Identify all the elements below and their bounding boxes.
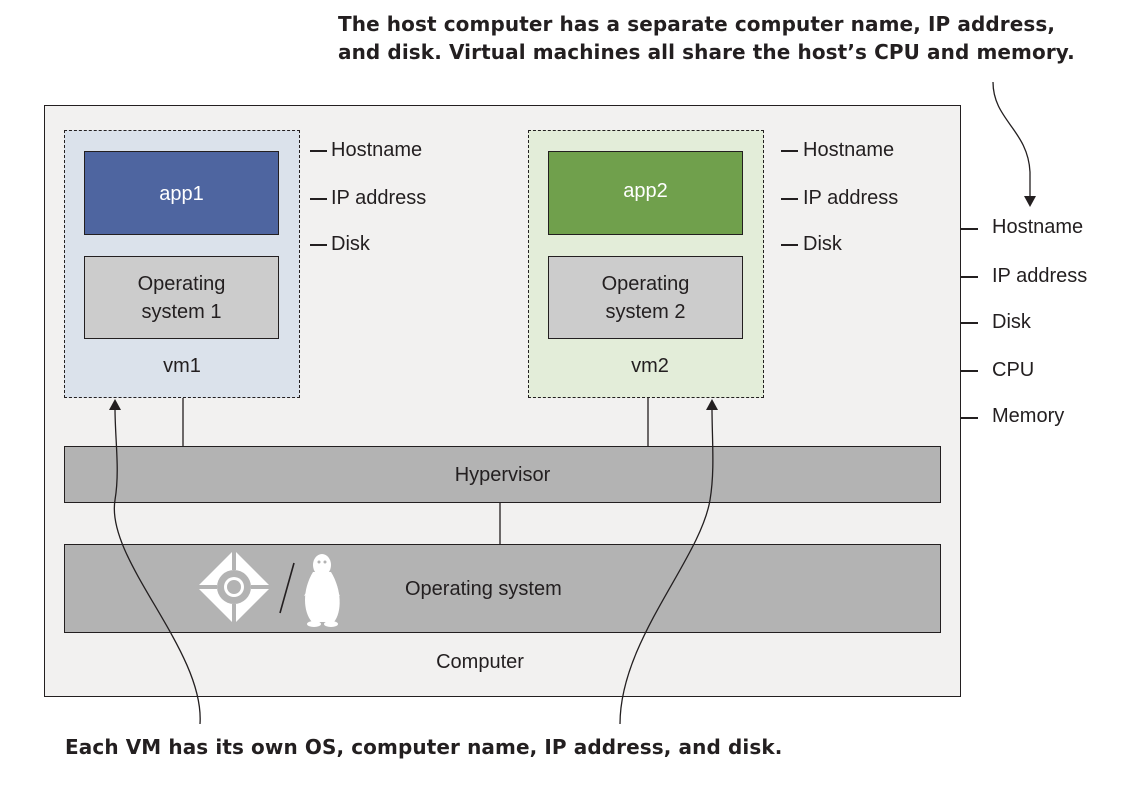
vm2-label: vm2 (631, 355, 669, 377)
app2-box: app2 (548, 151, 743, 235)
vm1-callout-arrowhead (109, 399, 121, 410)
windows-diamond-logo-icon (197, 550, 271, 624)
host-callout: The host computer has a separate compute… (338, 10, 1138, 66)
host-memory-attr: Memory (992, 405, 1065, 427)
vm2-disk-attr: Disk (803, 233, 842, 255)
vm2-os-line1: Operating (601, 272, 690, 295)
host-callout-line2: and disk. Virtual machines all share the… (338, 40, 1075, 64)
vm2-callout-arrowhead (706, 399, 718, 410)
vm2-disk-tick (781, 244, 798, 246)
vm1-disk-tick (310, 244, 327, 246)
host-callout-arrow (992, 81, 1031, 196)
vm2-ip-tick (781, 198, 798, 200)
vm2-hostname-attr: Hostname (803, 139, 895, 161)
host-ip-tick (961, 276, 978, 278)
host-memory-tick (961, 417, 978, 419)
host-callout-line1: The host computer has a separate compute… (338, 12, 1056, 36)
vm1-hostname-attr: Hostname (331, 139, 423, 161)
host-cpu-tick (961, 370, 978, 372)
host-hostname-tick (961, 228, 978, 230)
vm1-label: vm1 (163, 355, 201, 377)
host-os-label: Operating system (405, 578, 562, 600)
vm2-ip-attr: IP address (803, 187, 899, 209)
host-callout-arrowhead (1024, 196, 1036, 207)
vm1-os-line2: system 1 (141, 300, 222, 323)
host-disk-tick (961, 322, 978, 324)
app1-box: app1 (84, 151, 279, 235)
vm1-os-line1: Operating (137, 272, 226, 295)
host-hostname-attr: Hostname (992, 216, 1084, 238)
vm1-hostname-tick (310, 150, 327, 152)
vm1-callout-arrow (113, 407, 201, 725)
os-divider-slash (279, 562, 295, 614)
vm1-disk-attr: Disk (331, 233, 370, 255)
vm1-ip-attr: IP address (331, 187, 427, 209)
host-cpu-attr: CPU (992, 359, 1035, 381)
computer-label: Computer (436, 651, 524, 673)
linux-penguin-icon (304, 554, 340, 627)
vm2-os-line2: system 2 (605, 300, 686, 323)
host-ip-attr: IP address (992, 265, 1088, 287)
vm2-hostname-tick (781, 150, 798, 152)
vm2-callout-arrow (619, 407, 714, 725)
vm1-os-box: Operating system 1 (84, 256, 279, 339)
vm1-ip-tick (310, 198, 327, 200)
hypervisor-bar: Hypervisor (64, 446, 941, 503)
vm-callout: Each VM has its own OS, computer name, I… (65, 735, 783, 759)
vm2-os-box: Operating system 2 (548, 256, 743, 339)
host-disk-attr: Disk (992, 311, 1031, 333)
